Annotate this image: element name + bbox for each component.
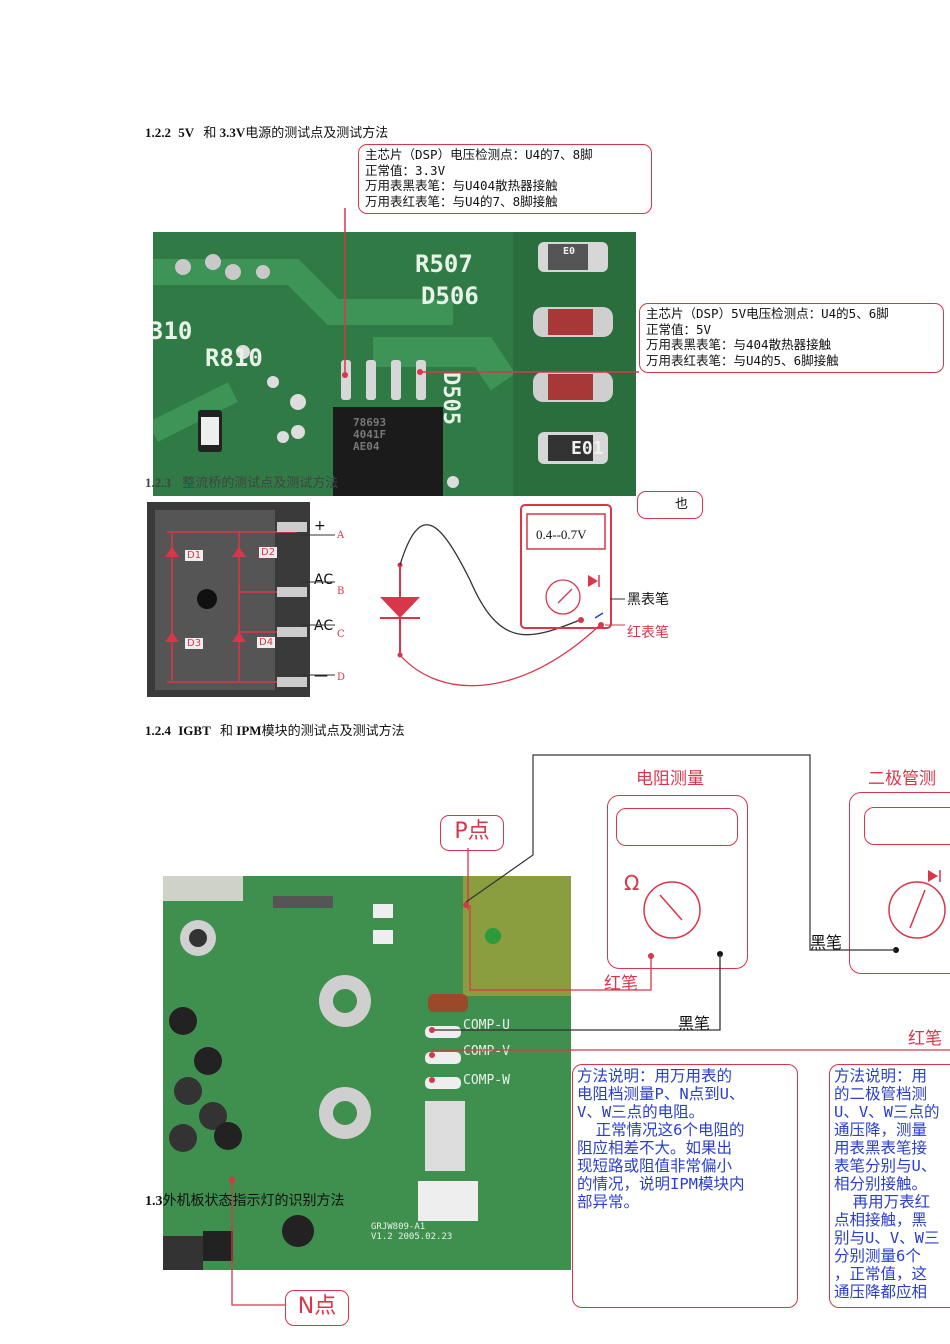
- red-pen-label-2: 红笔: [908, 1029, 942, 1049]
- diode-meter: [849, 792, 950, 974]
- section-1-2-2-heading: 1.2.2 5V 和 3.3V电源的测试点及测试方法: [145, 122, 388, 141]
- ipm-board-photo: COMP-U COMP-V COMP-W GRJW809-A1 V1.2 200…: [163, 876, 571, 1270]
- ac-label-2: AC: [314, 618, 334, 634]
- silk-d506: D506: [421, 282, 479, 310]
- meter-screen: [616, 808, 738, 846]
- meter-screen: [864, 807, 950, 845]
- black-probe-label: 黑表笔: [627, 592, 669, 608]
- bridge-drawing: [147, 502, 310, 697]
- silk-comp-u: COMP-U: [463, 1018, 510, 1033]
- ipm-board-drawing: [163, 876, 571, 1270]
- label-d4: D4: [257, 637, 276, 648]
- n-point-tag: N点: [285, 1290, 349, 1326]
- method-note-resistance: 方法说明：用万用表的 电阻档测量P、N点到U、 V、W三点的电阻。 正常情况这6…: [572, 1064, 798, 1308]
- callout-5v: 主芯片（DSP）5V电压检测点：U4的5、6脚 正常值：5V 万用表黑表笔：与4…: [639, 303, 944, 373]
- partial-callout-tag: 也: [637, 491, 703, 519]
- pin-plus-label: +: [314, 518, 326, 534]
- red-pen-label-1: 红笔: [604, 974, 638, 994]
- section-1-2-4-heading: 1.2.4 IGBT 和 IPM模块的测试点及测试方法: [145, 720, 405, 739]
- pin-d-label: D: [337, 672, 346, 683]
- section-1-3-heading: 1.3外机板状态指示灯的识别方法: [145, 1190, 345, 1210]
- p-point-tag: P点: [440, 815, 504, 851]
- section-number: 1.2.3: [145, 475, 171, 490]
- callout-3v3: 主芯片（DSP）电压检测点：U4的7、8脚 正常值：3.3V 万用表黑表笔：与U…: [358, 144, 652, 214]
- callout-line: 正常值：3.3V: [365, 162, 446, 178]
- heading-text: 电源的测试点及测试方法: [245, 125, 389, 140]
- section-number: 1.2.2: [145, 125, 171, 140]
- callout-line: 主芯片（DSP）5V电压检测点：U4的5、6脚: [646, 306, 889, 321]
- heading-term-5v: 5V: [178, 125, 195, 140]
- resistance-measure-title: 电阻测量: [636, 769, 704, 789]
- callout-line: 万用表红表笔：与U4的5、6脚接触: [646, 352, 839, 368]
- ac-label-1: AC: [314, 572, 334, 588]
- callout-line: 正常值：5V: [646, 321, 712, 337]
- callout-leaders-1: [342, 208, 639, 378]
- silk-comp-w: COMP-W: [463, 1073, 510, 1088]
- callout-line: 万用表黑表笔：与404散热器接触: [646, 337, 832, 352]
- label-d2: D2: [259, 547, 278, 558]
- silk-310: 310: [153, 317, 193, 345]
- method-note-diode: 方法说明：用 的二极管档测 U、V、W三点的 通压降，测量 用表黑表笔接 表笔分…: [829, 1064, 950, 1308]
- heading-text: 整流桥的测试点及测试方法: [182, 475, 339, 490]
- section-number: 1.3: [145, 1194, 163, 1209]
- ipm-wiring-diagram: Ω: [229, 754, 950, 1306]
- red-probe-label: 红表笔: [627, 625, 669, 641]
- heading-conj: 和: [203, 125, 217, 140]
- meter-reading: 0.4--0.7V: [536, 527, 587, 542]
- heading-term-ipm: IPM: [236, 723, 262, 738]
- diode-test-diagram: [300, 504, 625, 687]
- silk-e01: E01: [571, 438, 604, 459]
- section-1-2-3-heading: 1.2.3 整流桥的测试点及测试方法: [145, 472, 338, 491]
- pcb-photo-power: R507 D506 310 R810 D505 E01 E0 78693 404…: [153, 232, 636, 496]
- callout-line: 万用表红表笔：与U4的7、8脚接触: [365, 193, 558, 209]
- bridge-rectifier-photo: D1 D2 D3 D4: [147, 502, 310, 697]
- label-d3: D3: [185, 638, 204, 649]
- silk-comp-v: COMP-V: [463, 1044, 510, 1059]
- diode-measure-title: 二极管测: [868, 769, 936, 789]
- pin-a-label: A: [337, 530, 345, 541]
- silk-e0: E0: [563, 246, 576, 257]
- heading-text: 模块的测试点及测试方法: [261, 723, 405, 738]
- black-pen-label-1: 黑笔: [678, 1014, 711, 1033]
- heading-conj: 和: [220, 723, 234, 738]
- heading-text: 外机板状态指示灯的识别方法: [162, 1194, 345, 1209]
- heading-term-igbt: IGBT: [178, 723, 211, 738]
- black-pen-label-2: 黑笔: [810, 933, 843, 952]
- silk-r810: R810: [205, 344, 263, 372]
- section-number: 1.2.4: [145, 723, 171, 738]
- callout-line: 主芯片（DSP）电压检测点：U4的7、8脚: [365, 147, 593, 162]
- silk-board-id: GRJW809-A1 V1.2 2005.02.23: [371, 1222, 453, 1242]
- silk-r507: R507: [415, 250, 473, 278]
- pin-minus-label: —: [314, 668, 328, 684]
- pcb-traces: [153, 232, 636, 496]
- label-d1: D1: [185, 550, 204, 561]
- chip-marking: 78693 4041F AE04: [353, 416, 387, 453]
- pin-b-label: B: [337, 586, 345, 597]
- svg-text:Ω: Ω: [624, 871, 639, 895]
- pin-c-label: C: [337, 629, 345, 640]
- callout-line: 万用表黑表笔：与U404散热器接触: [365, 178, 558, 193]
- heading-term-3v3: 3.3V: [219, 125, 246, 140]
